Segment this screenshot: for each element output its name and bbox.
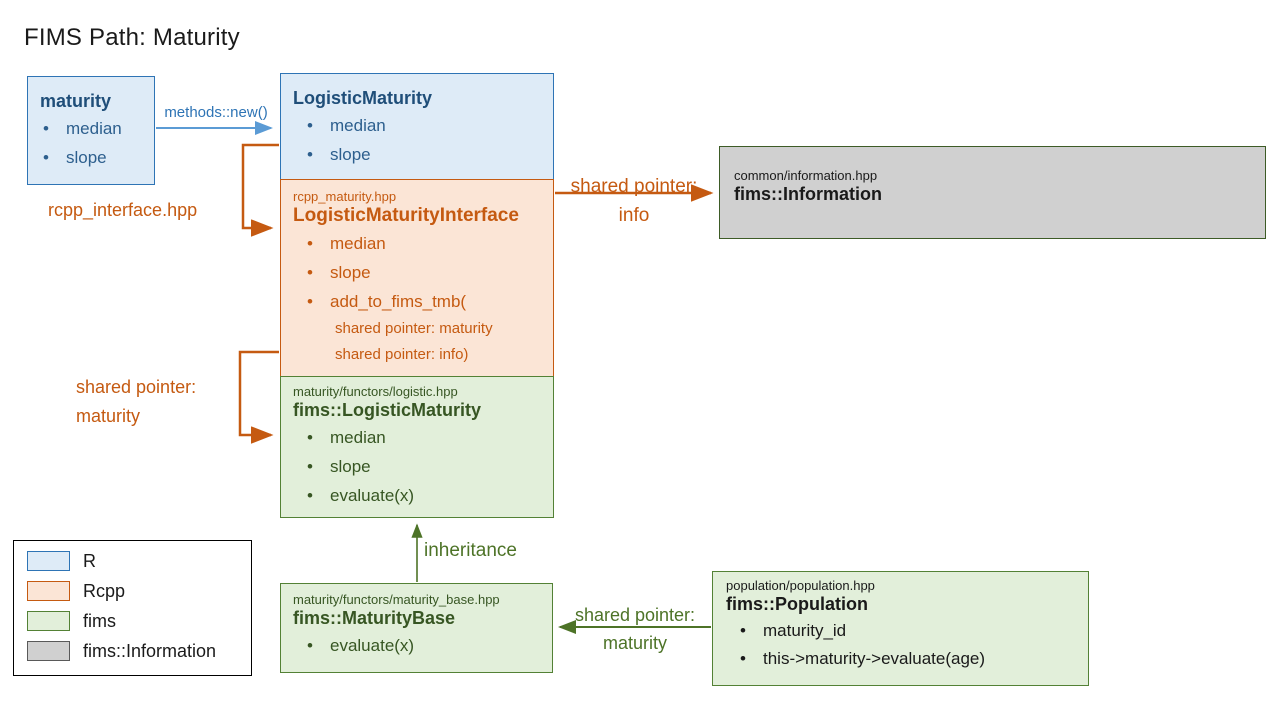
box-interface-file: rcpp_maturity.hpp — [293, 188, 397, 204]
label-rcpp-interface: rcpp_interface.hpp — [48, 200, 198, 220]
label-shared-pointer-maturity-green: shared pointer: maturity — [556, 601, 714, 657]
list-item: this->maturity->evaluate(age) — [726, 645, 1088, 673]
label-line: maturity — [76, 406, 141, 426]
box-maturity-base-file: maturity/functors/maturity_base.hpp — [293, 592, 500, 607]
box-population-title: fims::Population — [726, 594, 868, 614]
box-information-title: fims::Information — [734, 184, 882, 204]
legend-row-rcpp: Rcpp — [27, 580, 251, 602]
box-maturity-title: maturity — [40, 91, 112, 111]
label-shared-pointer-info: shared pointer: info — [552, 172, 716, 230]
box-maturity-base-items: evaluate(x) — [293, 631, 552, 660]
list-item: median — [293, 111, 553, 140]
box-interface-title: LogisticMaturityInterface — [293, 204, 519, 226]
box-fims-logistic-maturity: maturity/functors/logistic.hpp fims::Log… — [280, 376, 554, 518]
list-item: median — [293, 229, 553, 258]
box-fims-population: population/population.hpp fims::Populati… — [712, 571, 1089, 686]
sub-item: shared pointer: info) — [335, 345, 469, 363]
box-population-items: maturity_id this->maturity->evaluate(age… — [726, 617, 1088, 673]
legend-row-fims: fims — [27, 610, 251, 632]
box-fims-logistic-items: median slope evaluate(x) — [293, 423, 553, 510]
box-maturity: maturity median slope — [27, 76, 155, 185]
label-line: shared pointer: — [76, 377, 197, 397]
label-line: maturity — [602, 633, 667, 653]
box-fims-information: common/information.hpp fims::Information — [719, 146, 1266, 239]
label-line: shared pointer: — [574, 605, 696, 625]
legend-row-fims-information: fims::Information — [27, 640, 251, 662]
list-item: evaluate(x) — [293, 631, 552, 660]
legend-swatch-rcpp — [27, 581, 70, 601]
legend-label: fims::Information — [83, 640, 217, 661]
box-logistic-maturity-interface: rcpp_maturity.hpp LogisticMaturityInterf… — [280, 178, 554, 378]
legend-label: Rcpp — [83, 580, 126, 601]
sub-item: shared pointer: maturity — [335, 319, 493, 337]
list-item: slope — [40, 143, 154, 172]
label-methods-new: methods::new() — [164, 104, 268, 121]
box-interface-subitems: shared pointer: maturity shared pointer:… — [293, 316, 553, 368]
list-item: slope — [293, 452, 553, 481]
label-shared-pointer-maturity-orange: shared pointer: maturity — [76, 373, 196, 431]
box-fims-maturity-base: maturity/functors/maturity_base.hpp fims… — [280, 583, 553, 673]
list-item: add_to_fims_tmb( — [293, 287, 553, 316]
arrow-rcpp-interface — [241, 143, 279, 237]
box-logistic-maturity-r: LogisticMaturity median slope — [280, 73, 554, 180]
list-item: maturity_id — [726, 617, 1088, 645]
box-fims-logistic-file: maturity/functors/logistic.hpp — [293, 384, 458, 399]
legend: R Rcpp fims fims::Information — [13, 540, 252, 676]
box-logistic-maturity-r-items: median slope — [293, 111, 553, 169]
label-line: shared pointer: — [570, 176, 698, 197]
box-interface-items: median slope add_to_fims_tmb( — [293, 229, 553, 316]
legend-swatch-fims-information — [27, 641, 70, 661]
arrow-shared-pointer-maturity-orange — [238, 350, 279, 444]
box-information-file: common/information.hpp — [734, 168, 878, 183]
list-item: evaluate(x) — [293, 481, 553, 510]
label-inheritance: inheritance — [424, 540, 517, 561]
list-item: slope — [293, 258, 553, 287]
legend-label: R — [83, 550, 96, 571]
box-maturity-items: median slope — [40, 114, 154, 172]
page-title: FIMS Path: Maturity — [24, 24, 240, 51]
box-maturity-base-title: fims::MaturityBase — [293, 608, 456, 628]
legend-row-r: R — [27, 550, 251, 572]
legend-swatch-fims — [27, 611, 70, 631]
box-fims-logistic-title: fims::LogisticMaturity — [293, 400, 482, 420]
legend-swatch-r — [27, 551, 70, 571]
legend-label: fims — [83, 610, 116, 631]
list-item: slope — [293, 140, 553, 169]
list-item: median — [40, 114, 154, 143]
box-logistic-maturity-r-title: LogisticMaturity — [293, 88, 433, 108]
list-item: median — [293, 423, 553, 452]
box-population-file: population/population.hpp — [726, 578, 875, 593]
label-line: info — [618, 205, 650, 226]
